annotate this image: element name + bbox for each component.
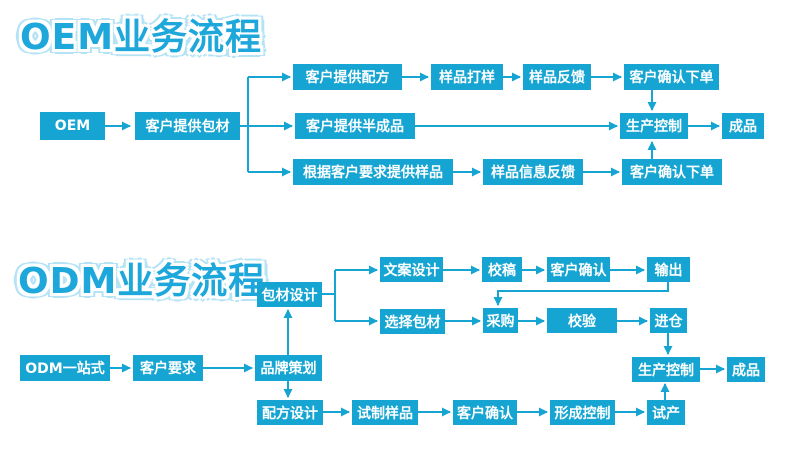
flow-node-order-confirm-bottom: 客户确认下单 — [622, 159, 722, 185]
flow-node-proofreading: 校稿 — [482, 257, 522, 282]
flow-edge-output-to-procurement — [493, 282, 669, 306]
flow-node-select-packaging: 选择包材 — [380, 309, 445, 334]
flow-node-procurement: 采购 — [483, 308, 518, 333]
flow-node-sample-feedback: 样品反馈 — [523, 64, 591, 90]
flow-node-production-control: 生产控制 — [620, 113, 688, 139]
flow-node-customer-confirm-top: 客户确认 — [547, 257, 610, 282]
flow-node-customer-confirm-bottom: 客户确认 — [453, 400, 517, 425]
flow-node-oem: OEM — [40, 112, 105, 140]
flow-node-warehouse-in: 进仓 — [650, 308, 687, 333]
flow-node-trial-samples: 试制样品 — [352, 400, 418, 425]
flow-node-customer-semifinished: 客户提供半成品 — [295, 113, 415, 139]
flow-node-trial-production: 试产 — [647, 400, 685, 425]
flow-node-brand-planning: 品牌策划 — [255, 355, 322, 381]
flow-node-production-control-odm: 生产控制 — [632, 357, 700, 382]
flow-node-order-confirm-top: 客户确认下单 — [624, 64, 719, 90]
flow-node-output: 输出 — [647, 257, 690, 282]
flow-node-verification: 校验 — [547, 308, 617, 333]
flow-node-odm-onestop: ODM一站式 — [20, 355, 110, 381]
flow-node-finished-product-odm: 成品 — [727, 357, 765, 382]
flow-node-sample-by-request: 根据客户要求提供样品 — [293, 159, 453, 185]
flow-node-formation-control: 形成控制 — [550, 400, 615, 425]
flow-node-packaging-design: 包材设计 — [257, 282, 322, 307]
flow-node-customer-formula: 客户提供配方 — [293, 64, 402, 90]
flow-node-sample-proofing: 样品打样 — [431, 64, 503, 90]
oem-flow-title: OEM业务流程 — [20, 17, 263, 58]
flow-node-sample-info-feedback: 样品信息反馈 — [483, 159, 583, 185]
flow-node-copy-design: 文案设计 — [380, 257, 443, 282]
flow-node-customer-packaging: 客户提供包材 — [135, 112, 240, 140]
flow-node-finished-product: 成品 — [722, 113, 764, 139]
flow-node-formula-design: 配方设计 — [257, 400, 323, 425]
odm-flow-title: ODM业务流程 — [18, 261, 266, 302]
flow-node-customer-requirements: 客户要求 — [133, 355, 203, 381]
